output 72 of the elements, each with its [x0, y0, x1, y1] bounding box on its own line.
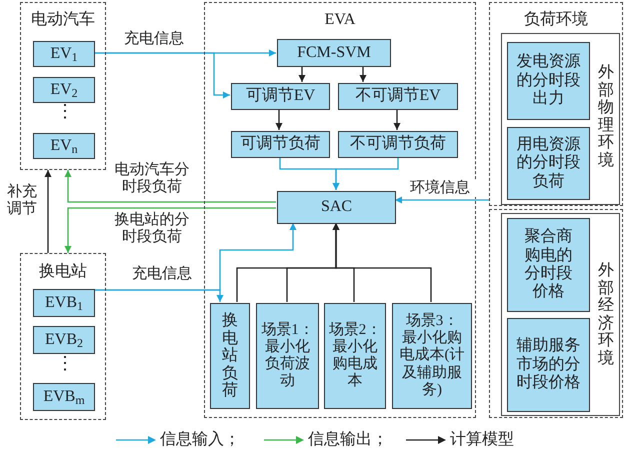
arrow [394, 109, 400, 130]
box-label: 最小化购电成本(计及辅助服务) [398, 330, 466, 400]
legend-text: 信息输入； [160, 430, 240, 450]
box-label: 最小化负荷波动 [264, 338, 311, 390]
arrow [44, 170, 52, 253]
process-box [507, 318, 590, 412]
process-box [324, 303, 386, 409]
dashed-group-box [489, 2, 623, 206]
ellipsis-mark: ⋮ [56, 354, 74, 372]
process-box [33, 289, 95, 317]
box-label: 可调节负荷 [240, 135, 320, 154]
dashed-group-box [204, 2, 476, 418]
arrow [64, 207, 276, 253]
box-label: EV$_{2}$ [50, 80, 78, 100]
process-box [231, 83, 330, 110]
process-box [33, 326, 95, 354]
process-box [33, 77, 95, 103]
arrow [94, 223, 296, 291]
dashed-group-box [20, 2, 106, 170]
arrow [276, 109, 282, 130]
process-box [507, 218, 590, 312]
process-box [33, 133, 95, 159]
process-box [210, 303, 250, 409]
ellipsis-mark: ⋮ [56, 102, 74, 120]
panel-box [501, 33, 620, 205]
arrow [64, 170, 276, 203]
box-label: 最小化购电成本 [332, 338, 378, 390]
box-label: 场景2： [328, 322, 382, 338]
box-label: EV$_{n}$ [50, 136, 78, 156]
process-box [277, 191, 396, 224]
box-label: 聚合商购电的分时段价格 [524, 228, 574, 302]
legend-text: 计算模型 [450, 430, 514, 450]
box-label: 不可调节负荷 [350, 135, 446, 154]
group-title: 电动汽车 [30, 10, 96, 30]
box-label: FCM-SVM [297, 44, 371, 62]
group-title: 换电站 [38, 262, 88, 282]
process-box [392, 303, 472, 409]
process-box [33, 383, 95, 411]
group-title: EVA [324, 10, 356, 30]
vertical-label: 外部物理环境 [598, 64, 614, 170]
box-label: 发电资源的分时段出力 [516, 53, 582, 109]
process-box [277, 39, 391, 67]
process-box [507, 127, 590, 200]
edge-label: 换电站的分时段负荷 [112, 212, 192, 246]
group-title: 负荷环境 [523, 10, 589, 30]
box-label: EVB$_{m}$ [43, 388, 85, 406]
arrow [360, 66, 366, 82]
box-label: 场景1： [261, 322, 314, 338]
arrow [332, 223, 432, 302]
vertical-label: 外部经济环境 [598, 262, 614, 368]
legend-text: 信息输出； [308, 430, 388, 450]
box-label: EV$_{1}$ [50, 44, 78, 64]
process-box [338, 83, 458, 110]
arrow [395, 196, 489, 204]
box-label: 辅助服务市场的分时段价格 [516, 337, 582, 393]
arrow [94, 52, 230, 98]
box-label: 场景3： [406, 312, 458, 330]
process-box [338, 131, 458, 158]
process-box [256, 303, 319, 409]
box-label: EVB$_{1}$ [45, 294, 83, 312]
box-label: 用电资源的分时段负荷 [516, 136, 582, 192]
box-label: 不可调节EV [355, 87, 441, 106]
dashed-group-box [20, 253, 106, 420]
process-box [507, 42, 590, 120]
box-label: EVB$_{2}$ [45, 330, 83, 350]
box-label: 换电站负荷 [222, 312, 238, 400]
process-box [231, 131, 330, 158]
box-label: 可调节EV [246, 87, 316, 106]
process-box [33, 41, 95, 67]
box-label: SAC [320, 198, 352, 217]
arrow [332, 157, 399, 190]
arrow [298, 66, 306, 82]
